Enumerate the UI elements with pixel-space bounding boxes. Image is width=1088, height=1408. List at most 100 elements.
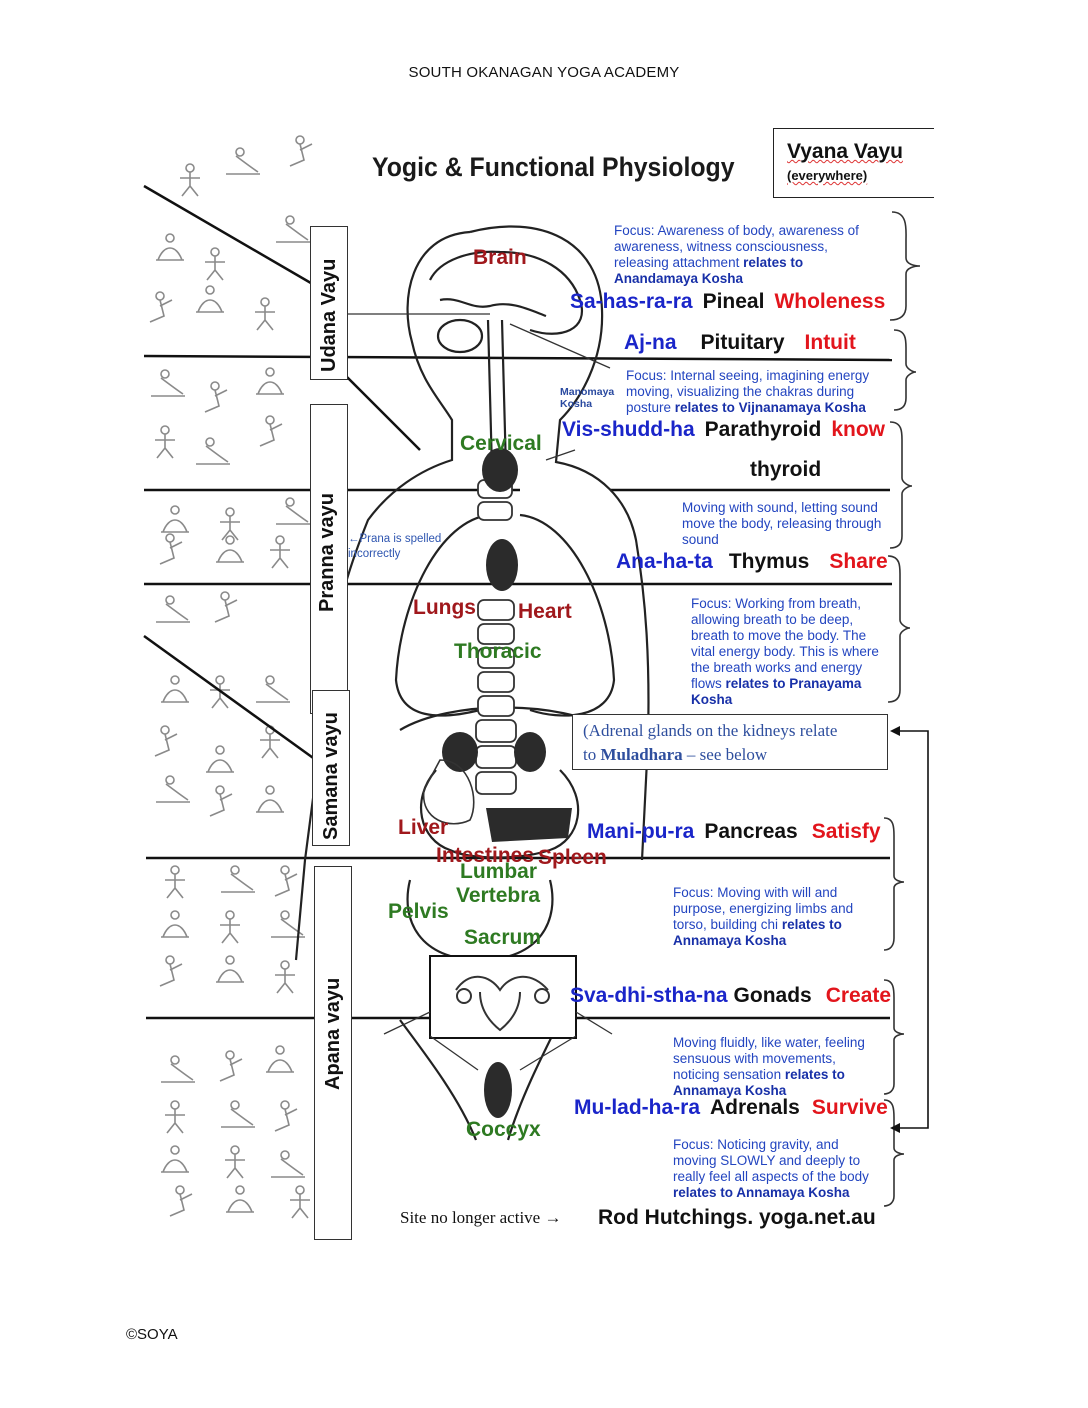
chakra-gland: Gonads	[733, 984, 812, 1007]
chakra-quality: know	[831, 418, 885, 441]
yoga-pose-icon	[159, 955, 183, 987]
yoga-pose-icon	[221, 865, 255, 893]
yoga-pose-icon	[156, 775, 190, 803]
chakra-quality: Share	[829, 550, 888, 573]
thoracic-label: Thoracic	[454, 640, 542, 663]
yoga-pose-icon	[151, 369, 185, 397]
yoga-pose-icon	[274, 865, 298, 897]
chakra-gland: Adrenals	[710, 1096, 800, 1119]
yoga-pose-icon	[220, 507, 240, 541]
yoga-pose-icon	[225, 1145, 245, 1179]
yoga-pose-icon	[276, 497, 310, 525]
uterus-drawing	[455, 975, 550, 1032]
yoga-pose-icon	[156, 233, 184, 261]
yoga-pose-icon	[216, 535, 244, 563]
liver-label: Liver	[398, 816, 449, 839]
chakra-name: Ana-ha-ta	[616, 550, 713, 573]
yoga-pose-icon	[290, 1185, 310, 1219]
udana-box	[310, 226, 348, 380]
yoga-pose-icon	[289, 135, 313, 167]
chakra-sahasrara: Sa-has-ra-ra Pineal Wholeness	[570, 290, 885, 314]
yoga-pose-icon	[226, 147, 260, 175]
thyroid-label: thyroid	[750, 458, 822, 481]
cervical-label: Cervical	[460, 432, 542, 455]
brain-label: Brain	[473, 246, 527, 269]
body-outline	[294, 225, 650, 1141]
yoga-pose-icon	[256, 675, 290, 703]
yoga-pose-icon	[161, 1145, 189, 1173]
prana-spelling-note: ←Prana is spelled incorrectly	[348, 533, 442, 560]
yoga-pose-icon	[256, 785, 284, 813]
yoga-pose-icon	[275, 960, 295, 994]
yoga-pose-icon	[256, 367, 284, 395]
lungs-label: Lungs	[413, 596, 476, 619]
yoga-pose-icon	[159, 533, 183, 565]
yoga-pose-icon	[214, 591, 238, 623]
adrenal-note-box: (Adrenal glands on the kidneys relate to…	[572, 714, 888, 770]
sacrum-label: Sacrum	[464, 926, 542, 949]
chakra-muladhara: Mu-lad-ha-ra Adrenals Survive	[574, 1096, 888, 1120]
yoga-pose-icon	[156, 595, 190, 623]
site-inactive-note: Site no longer active →	[400, 1208, 562, 1227]
chakra-gland: Pituitary	[700, 331, 785, 354]
yoga-pose-icon	[216, 955, 244, 983]
yoga-pose-icon	[220, 910, 240, 944]
focus-sahasrara: Focus: Awareness of body, awareness of a…	[614, 223, 859, 286]
yoga-pose-icon	[205, 247, 225, 281]
lumbar-label: Lumbar	[460, 860, 538, 883]
prana-box	[310, 404, 348, 714]
adrenal-note-line1: (Adrenal glands on the kidneys relate	[583, 721, 838, 740]
yoga-pose-figures	[149, 135, 313, 1219]
vyana-box	[773, 128, 934, 198]
focus-manipura: Focus: Moving with will and purpose, ene…	[673, 885, 854, 948]
heart-label: Heart	[518, 600, 572, 623]
yoga-pose-icon	[276, 215, 310, 243]
focus-vishuddha: Moving with sound, letting sound move th…	[682, 500, 882, 547]
udana-vayu-label: Udana Vayu	[318, 258, 340, 372]
yoga-pose-icon	[271, 910, 305, 938]
chakra-name: Mani-pu-ra	[587, 820, 695, 843]
yoga-pose-icon	[180, 163, 200, 197]
chakra-quality: Create	[825, 984, 892, 1007]
yoga-pose-icon	[204, 381, 228, 413]
yoga-pose-icon	[196, 285, 224, 313]
yoga-pose-icon	[196, 437, 230, 465]
coccyx-label: Coccyx	[466, 1118, 541, 1141]
chakra-name: Sva-dhi-stha-na	[570, 984, 728, 1007]
focus-svadhisthana: Moving fluidly, like water, feeling sens…	[673, 1035, 865, 1098]
yoga-pose-icon	[161, 1055, 195, 1083]
spine-vertebrae	[475, 479, 517, 795]
chakra-gland: Pineal	[702, 290, 765, 313]
chakra-gland: Thymus	[728, 550, 810, 573]
yoga-pose-icon	[226, 1185, 254, 1213]
intestines-label: Intestines	[436, 844, 535, 867]
chakra-anahata: Ana-ha-ta Thymus Share	[616, 550, 888, 574]
page-title: Yogic & Functional Physiology	[372, 152, 735, 182]
chakra-quality: Intuit	[804, 331, 856, 354]
chakra-name: Sa-has-ra-ra	[570, 290, 693, 313]
brackets	[883, 211, 921, 1207]
vyana-subtitle: (everywhere)	[787, 168, 868, 183]
focus-anahata: Focus: Working from breath, allowing bre…	[691, 596, 879, 707]
copyright-footer: ©SOYA	[126, 1326, 178, 1343]
manomaya-kosha-label: Manomaya Kosha	[560, 386, 615, 410]
yoga-pose-icon	[255, 297, 275, 331]
pelvis-label: Pelvis	[388, 900, 449, 923]
samana-vayu-label: Samana vayu	[320, 712, 342, 840]
yoga-pose-icon	[155, 425, 175, 459]
yoga-pose-icon	[161, 675, 189, 703]
yoga-pose-icon	[154, 725, 178, 757]
chakra-quality: Satisfy	[811, 820, 881, 843]
chakra-quality: Wholeness	[774, 290, 886, 313]
chakra-name: Aj-na	[624, 331, 677, 354]
yoga-pose-icon	[165, 1100, 185, 1134]
chakra-name: Mu-lad-ha-ra	[574, 1096, 700, 1119]
yoga-pose-icon	[169, 1185, 193, 1217]
chakra-quality: Survive	[811, 1096, 888, 1119]
focus-ajna: Focus: Internal seeing, imagining energy…	[626, 368, 870, 415]
credit-link[interactable]: Rod Hutchings. yoga.net.au	[598, 1206, 876, 1229]
yoga-pose-icon	[165, 865, 185, 899]
